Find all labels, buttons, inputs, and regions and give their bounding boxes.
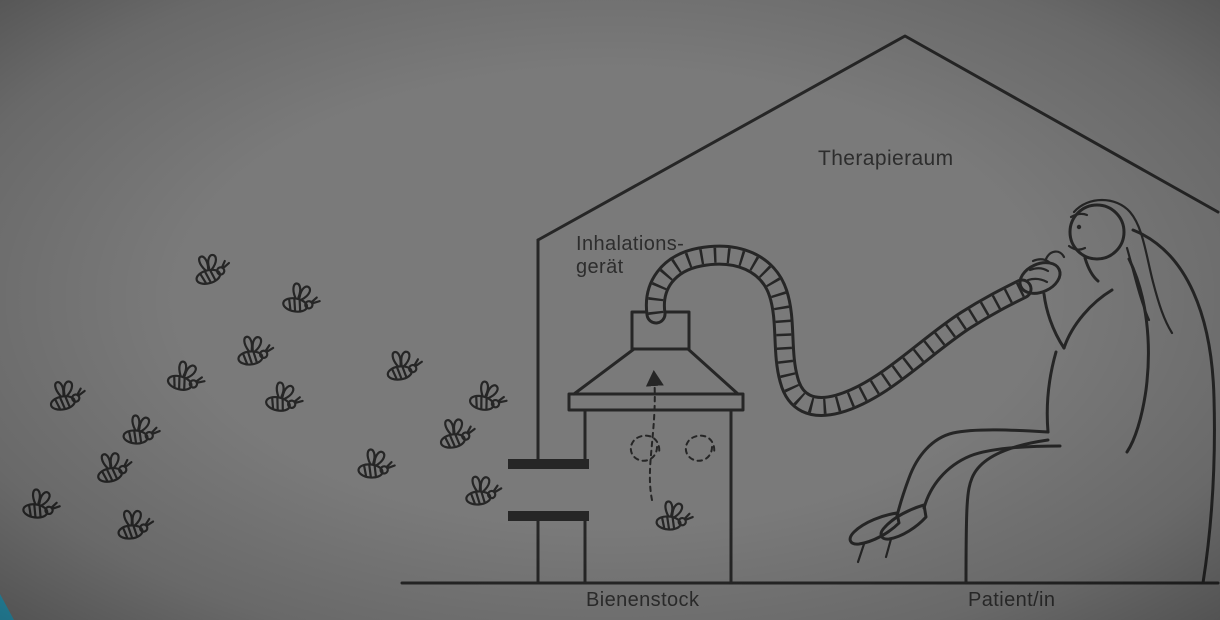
bee-icon (383, 347, 425, 383)
beehive-box (567, 347, 745, 585)
bee-icon (281, 280, 324, 317)
bee-icon (235, 333, 276, 367)
bee-icon (263, 379, 307, 417)
label-inhalation-device-line1: Inhalations- (576, 233, 685, 255)
bee-icon (190, 248, 234, 288)
hive-entrance (508, 459, 589, 521)
patient-figure (848, 199, 1174, 564)
bee-icon (46, 376, 89, 413)
label-therapy-room: Therapieraum (818, 147, 954, 170)
bee-icon (121, 413, 162, 447)
bee-in-hive (654, 499, 695, 533)
bee-icon (463, 473, 504, 507)
bee-icon (21, 486, 63, 522)
bee-icon (436, 414, 479, 451)
label-inhalation-device-line2: gerät (576, 256, 624, 278)
bee-icon (467, 378, 511, 416)
armchair (964, 228, 1216, 585)
air-flow-swirls (629, 370, 716, 501)
label-inhalation-device: Inhalations- gerät (576, 233, 684, 279)
label-patient: Patient/in (968, 589, 1056, 611)
bee-icon (654, 499, 695, 533)
bee-swarm (21, 248, 511, 541)
bee-icon (115, 507, 156, 541)
inhalation-hose (644, 244, 1033, 417)
therapy-room-house (400, 34, 1220, 585)
label-beehive: Bienenstock (586, 589, 700, 611)
bee-icon (165, 357, 210, 397)
inhalation-mask (1018, 250, 1066, 295)
bee-icon (92, 447, 136, 485)
bee-icon (356, 447, 398, 481)
